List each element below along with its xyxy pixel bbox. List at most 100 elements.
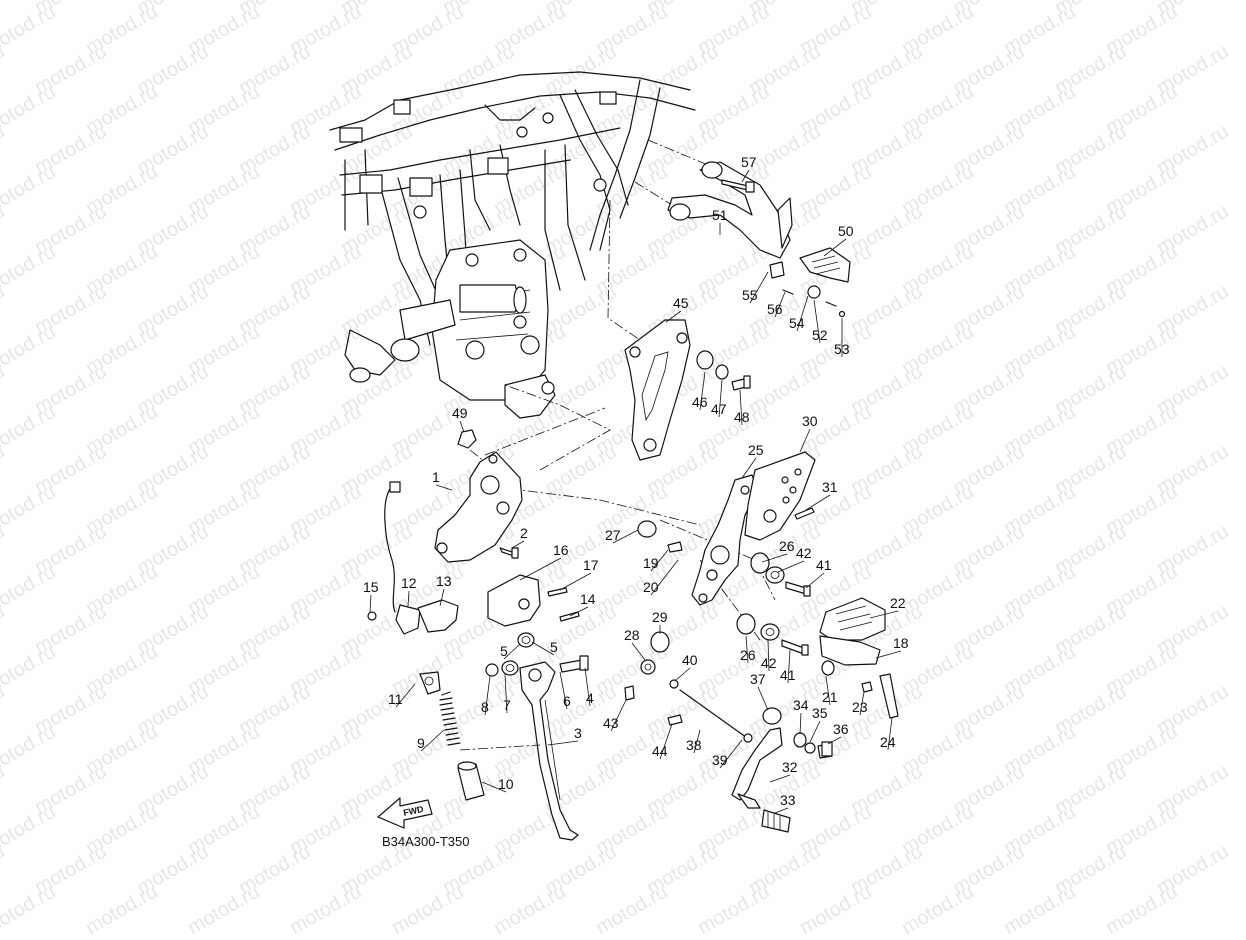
leader-line-57 xyxy=(741,169,750,183)
leader-line-26 xyxy=(761,553,788,563)
callout-26: 26 xyxy=(779,538,795,554)
callout-16: 16 xyxy=(553,542,569,558)
fwd-arrow: FWD xyxy=(377,797,433,829)
leader-line-40 xyxy=(675,667,691,681)
callout-56: 56 xyxy=(767,301,783,317)
fwd-label: FWD xyxy=(402,804,425,818)
callout-24: 24 xyxy=(880,734,896,750)
leader-line-50 xyxy=(823,238,847,257)
leader-line-56 xyxy=(774,291,786,318)
callout-25: 25 xyxy=(748,442,764,458)
callout-34: 34 xyxy=(793,697,809,713)
callout-9: 9 xyxy=(417,735,425,751)
leader-line-38 xyxy=(693,729,701,754)
leader-line-39 xyxy=(719,739,743,769)
leader-line-35 xyxy=(809,720,821,743)
callout-47: 47 xyxy=(711,401,727,417)
callout-15: 15 xyxy=(363,579,379,595)
leader-line-41 xyxy=(787,649,791,684)
leader-line-5 xyxy=(531,641,555,656)
callout-38: 38 xyxy=(686,737,702,753)
leader-line-16 xyxy=(519,557,562,581)
callout-53: 53 xyxy=(834,341,850,357)
callout-42: 42 xyxy=(761,655,777,671)
leader-line-26 xyxy=(745,635,749,664)
leader-line-33 xyxy=(774,807,789,814)
callout-5: 5 xyxy=(500,643,508,659)
leader-line-48 xyxy=(739,389,743,426)
callout-50: 50 xyxy=(838,223,854,239)
callout-6: 6 xyxy=(563,693,571,709)
callout-55: 55 xyxy=(742,287,758,303)
leader-line-25 xyxy=(741,457,757,479)
leader-line-28 xyxy=(631,642,646,661)
leader-line-17 xyxy=(559,572,592,591)
callout-12: 12 xyxy=(401,575,417,591)
callout-49: 49 xyxy=(452,405,468,421)
leader-line-23 xyxy=(859,691,865,716)
diagram-code: B34A300-T350 xyxy=(382,834,469,849)
leader-line-2 xyxy=(511,540,525,549)
leader-line-8 xyxy=(484,675,491,716)
callout-35: 35 xyxy=(812,705,828,721)
callout-48: 48 xyxy=(734,409,750,425)
leader-line-4 xyxy=(584,667,591,707)
leader-line-5 xyxy=(503,643,521,660)
leader-line-12 xyxy=(407,590,410,607)
leader-line-9 xyxy=(420,729,445,752)
leader-line-11 xyxy=(395,683,416,708)
leader-line-31 xyxy=(805,494,831,511)
leader-line-7 xyxy=(504,673,508,714)
callout-1: 1 xyxy=(432,469,440,485)
callout-27: 27 xyxy=(605,527,621,543)
callout-51: 51 xyxy=(712,207,728,223)
callout-23: 23 xyxy=(852,699,868,715)
leader-line-45 xyxy=(665,310,682,323)
leader-line-15 xyxy=(369,594,372,613)
callout-41: 41 xyxy=(780,667,796,683)
callout-3: 3 xyxy=(574,725,582,741)
callout-10: 10 xyxy=(498,776,514,792)
callout-8: 8 xyxy=(481,699,489,715)
leader-line-43 xyxy=(610,699,627,732)
leader-line-20 xyxy=(650,559,679,596)
callout-46: 46 xyxy=(692,394,708,410)
leader-line-34 xyxy=(799,712,802,735)
callout-45: 45 xyxy=(673,295,689,311)
callout-37: 37 xyxy=(750,671,766,687)
callout-30: 30 xyxy=(802,413,818,429)
leader-line-3 xyxy=(547,740,579,746)
leader-line-41 xyxy=(805,572,825,589)
leader-line-24 xyxy=(887,717,893,751)
callout-40: 40 xyxy=(682,652,698,668)
frame xyxy=(329,71,696,419)
callout-2: 2 xyxy=(520,525,528,541)
leader-line-13 xyxy=(439,588,445,607)
rider-footrest-bracket xyxy=(637,451,899,719)
leader-line-49 xyxy=(459,420,465,433)
callout-28: 28 xyxy=(624,627,640,643)
callout-31: 31 xyxy=(822,479,838,495)
callout-18: 18 xyxy=(893,635,909,651)
callout-42: 42 xyxy=(796,545,812,561)
callout-20: 20 xyxy=(643,579,659,595)
leader-line-6 xyxy=(559,671,568,710)
brake-pedal-assembly xyxy=(624,631,833,833)
leader-line-30 xyxy=(799,428,811,453)
callout-29: 29 xyxy=(652,609,668,625)
callout-5: 5 xyxy=(550,639,558,655)
leader-line-47 xyxy=(718,379,723,418)
sidestand-bracket xyxy=(367,384,701,635)
leader-lines xyxy=(369,169,902,814)
callout-39: 39 xyxy=(712,752,728,768)
rear-footrest-assembly xyxy=(607,139,851,341)
callout-7: 7 xyxy=(503,697,511,713)
leader-line-21 xyxy=(825,675,831,706)
callout-36: 36 xyxy=(833,721,849,737)
leader-line-55 xyxy=(749,271,769,304)
leader-line-27 xyxy=(612,529,639,544)
leader-line-42 xyxy=(777,560,805,573)
leader-line-32 xyxy=(769,774,791,783)
leader-line-1 xyxy=(435,484,453,491)
